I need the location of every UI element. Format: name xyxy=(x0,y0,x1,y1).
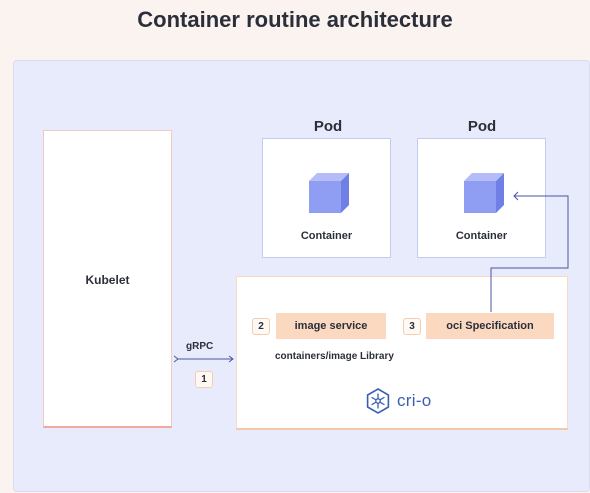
crio-logo-text: cri-o xyxy=(397,391,432,410)
crio-logo-icon xyxy=(366,388,390,414)
step-badge-1: 1 xyxy=(195,371,213,388)
container-cube-icon xyxy=(464,173,504,213)
pod-box-2: Container xyxy=(417,138,546,258)
pod-title-2: Pod xyxy=(467,118,497,135)
kubelet-label: Kubelet xyxy=(85,273,130,287)
grpc-arrow-head-left xyxy=(173,355,179,363)
crio-runtime-box xyxy=(236,276,568,430)
step-badge-2: 2 xyxy=(252,318,270,335)
container-label-2: Container xyxy=(455,230,508,242)
diagram-title: Container routine architecture xyxy=(137,7,453,32)
library-label: containers/image Library xyxy=(275,351,394,362)
step-badge-3: 3 xyxy=(403,318,421,335)
oci-arrow-head xyxy=(513,191,519,201)
grpc-label: gRPC xyxy=(186,341,214,352)
grpc-arrow-head-right xyxy=(228,355,234,363)
kubelet-box: Kubelet xyxy=(43,130,172,428)
pod-box-1: Container xyxy=(262,138,391,258)
crio-logo: cri-o xyxy=(365,388,432,414)
image-service-box: image service xyxy=(276,313,386,339)
container-cube-icon xyxy=(309,173,349,213)
container-label-1: Container xyxy=(300,230,353,242)
pod-title-1: Pod xyxy=(313,118,343,135)
oci-to-container-arrow xyxy=(490,195,569,312)
oci-specification-box: oci Specification xyxy=(426,313,554,339)
